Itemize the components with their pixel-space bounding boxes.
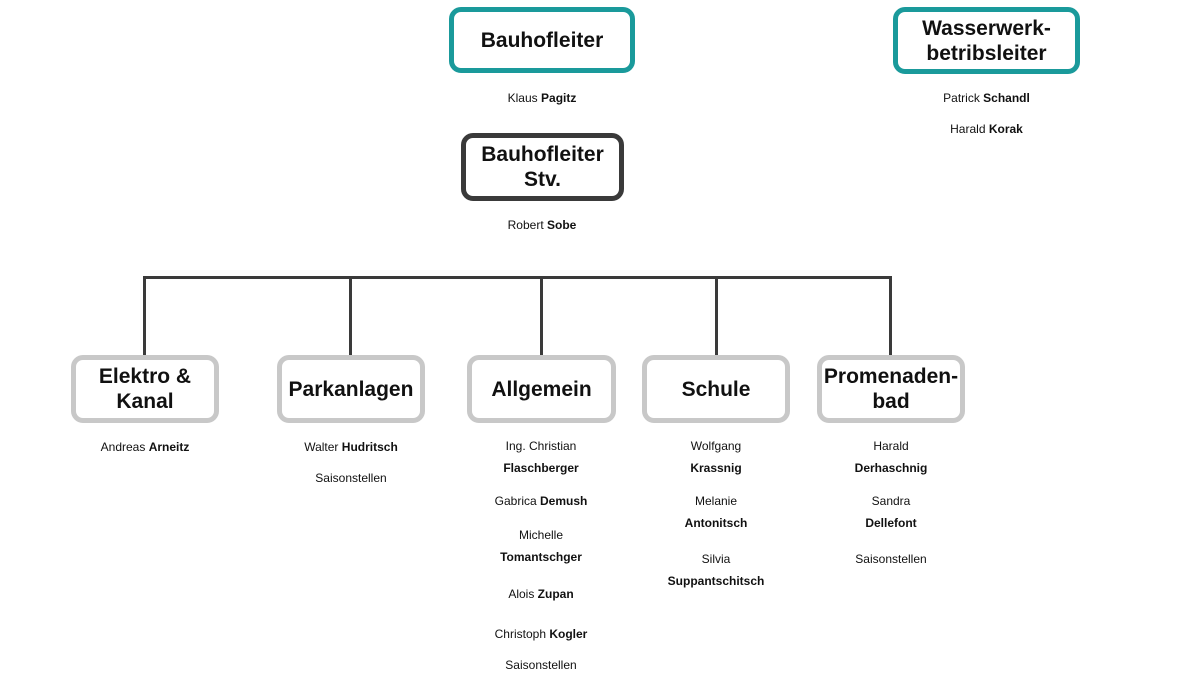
connector-promenadenbad — [889, 276, 892, 356]
person: Harald Derhaschnig — [806, 435, 976, 479]
department-people-elektro: Andreas Arneitz — [60, 436, 230, 458]
wasserwerk-box: Wasserwerk- betribsleiter — [893, 7, 1080, 74]
bauhofleiter-title: Bauhofleiter — [480, 28, 604, 52]
connector-elektro — [143, 276, 146, 356]
person-last-name: Sobe — [547, 218, 577, 232]
department-title: Allgemein — [491, 377, 592, 401]
department-box-parkanlagen: Parkanlagen — [277, 355, 425, 423]
person-last-name: Suppantschitsch — [667, 574, 765, 588]
person-first-name: Silvia — [701, 552, 731, 566]
person-last-name: Tomantschger — [500, 550, 582, 564]
person-last-name: Dellefont — [865, 516, 917, 530]
person: Melanie Antonitsch — [631, 490, 801, 534]
person: Walter Hudritsch — [266, 436, 436, 458]
deputy-box: Bauhofleiter Stv. — [461, 133, 624, 201]
person-first-name: Ing. Christian — [505, 439, 577, 453]
person-first-name: Patrick — [943, 91, 980, 105]
connector-parkanlagen — [349, 276, 352, 356]
person-first-name: Melanie — [694, 494, 738, 508]
person-last-name: Krassnig — [690, 461, 742, 475]
person-last-name: Hudritsch — [341, 440, 398, 454]
person-first-name: Wolfgang — [690, 439, 742, 453]
person-first-name: Alois — [508, 587, 535, 601]
department-people-schule: Wolfgang Krassnig Melanie Antonitsch Sil… — [631, 435, 801, 592]
person-last-name: Demush — [540, 494, 588, 508]
person-last-name: Korak — [988, 122, 1023, 136]
person: Gabrica Demush — [456, 490, 626, 512]
department-title: Parkanlagen — [288, 377, 414, 401]
person-first-name: Saisonstellen — [505, 658, 577, 672]
department-box-schule: Schule — [642, 355, 790, 423]
department-box-promenadenbad: Promenaden- bad — [817, 355, 965, 423]
person-last-name: Flaschberger — [503, 461, 579, 475]
person-first-name: Robert — [507, 218, 544, 232]
person-first-name: Harald — [873, 439, 909, 453]
person: Wolfgang Krassnig — [631, 435, 801, 479]
person: Sandra Dellefont — [806, 490, 976, 534]
person-first-name: Walter — [304, 440, 339, 454]
connector-horizontal — [143, 276, 892, 279]
person-last-name: Kogler — [549, 627, 588, 641]
person-last-name: Arneitz — [148, 440, 190, 454]
person-first-name: Michelle — [518, 528, 563, 542]
person-first-name: Gabrica — [494, 494, 537, 508]
department-people-allgemein: Ing. Christian Flaschberger Gabrica Demu… — [456, 435, 626, 676]
person-last-name: Derhaschnig — [854, 461, 928, 475]
department-box-elektro: Elektro & Kanal — [71, 355, 219, 423]
person-first-name: Harald — [950, 122, 986, 136]
wasserwerk-title: Wasserwerk- betribsleiter — [922, 16, 1051, 65]
person: Michelle Tomantschger — [456, 524, 626, 568]
person-last-name: Zupan — [537, 587, 574, 601]
person-first-name: Saisonstellen — [855, 552, 927, 566]
person: Robert Sobe — [449, 214, 635, 236]
connector-allgemein — [540, 276, 543, 356]
department-people-parkanlagen: Walter Hudritsch Saisonstellen — [266, 436, 436, 489]
person: Saisonstellen — [266, 467, 436, 489]
department-title: Schule — [681, 377, 751, 401]
deputy-title: Bauhofleiter Stv. — [481, 143, 604, 191]
person-last-name: Pagitz — [541, 91, 577, 105]
person-first-name: Christoph — [494, 627, 546, 641]
department-box-allgemein: Allgemein — [467, 355, 616, 423]
person: Ing. Christian Flaschberger — [456, 435, 626, 479]
person: Patrick Schandl — [893, 87, 1080, 109]
person-last-name: Schandl — [983, 91, 1030, 105]
deputy-people: Robert Sobe — [449, 214, 635, 236]
person-first-name: Sandra — [871, 494, 911, 508]
person-first-name: Klaus — [507, 91, 538, 105]
connector-schule — [715, 276, 718, 356]
person: Alois Zupan — [456, 583, 626, 605]
person: Silvia Suppantschitsch — [631, 548, 801, 592]
bauhofleiter-box: Bauhofleiter — [449, 7, 635, 73]
wasserwerk-people: Patrick Schandl Harald Korak — [893, 87, 1080, 140]
person-last-name: Antonitsch — [684, 516, 748, 530]
person: Andreas Arneitz — [60, 436, 230, 458]
bauhofleiter-people: Klaus Pagitz — [449, 87, 635, 109]
person-first-name: Saisonstellen — [315, 471, 387, 485]
department-people-promenadenbad: Harald Derhaschnig Sandra Dellefont Sais… — [806, 435, 976, 570]
person: Saisonstellen — [806, 548, 976, 570]
person: Harald Korak — [893, 118, 1080, 140]
person: Saisonstellen — [456, 654, 626, 676]
person: Klaus Pagitz — [449, 87, 635, 109]
person-first-name: Andreas — [100, 440, 146, 454]
person: Christoph Kogler — [456, 623, 626, 645]
department-title: Promenaden- bad — [823, 365, 959, 413]
department-title: Elektro & Kanal — [98, 365, 192, 413]
